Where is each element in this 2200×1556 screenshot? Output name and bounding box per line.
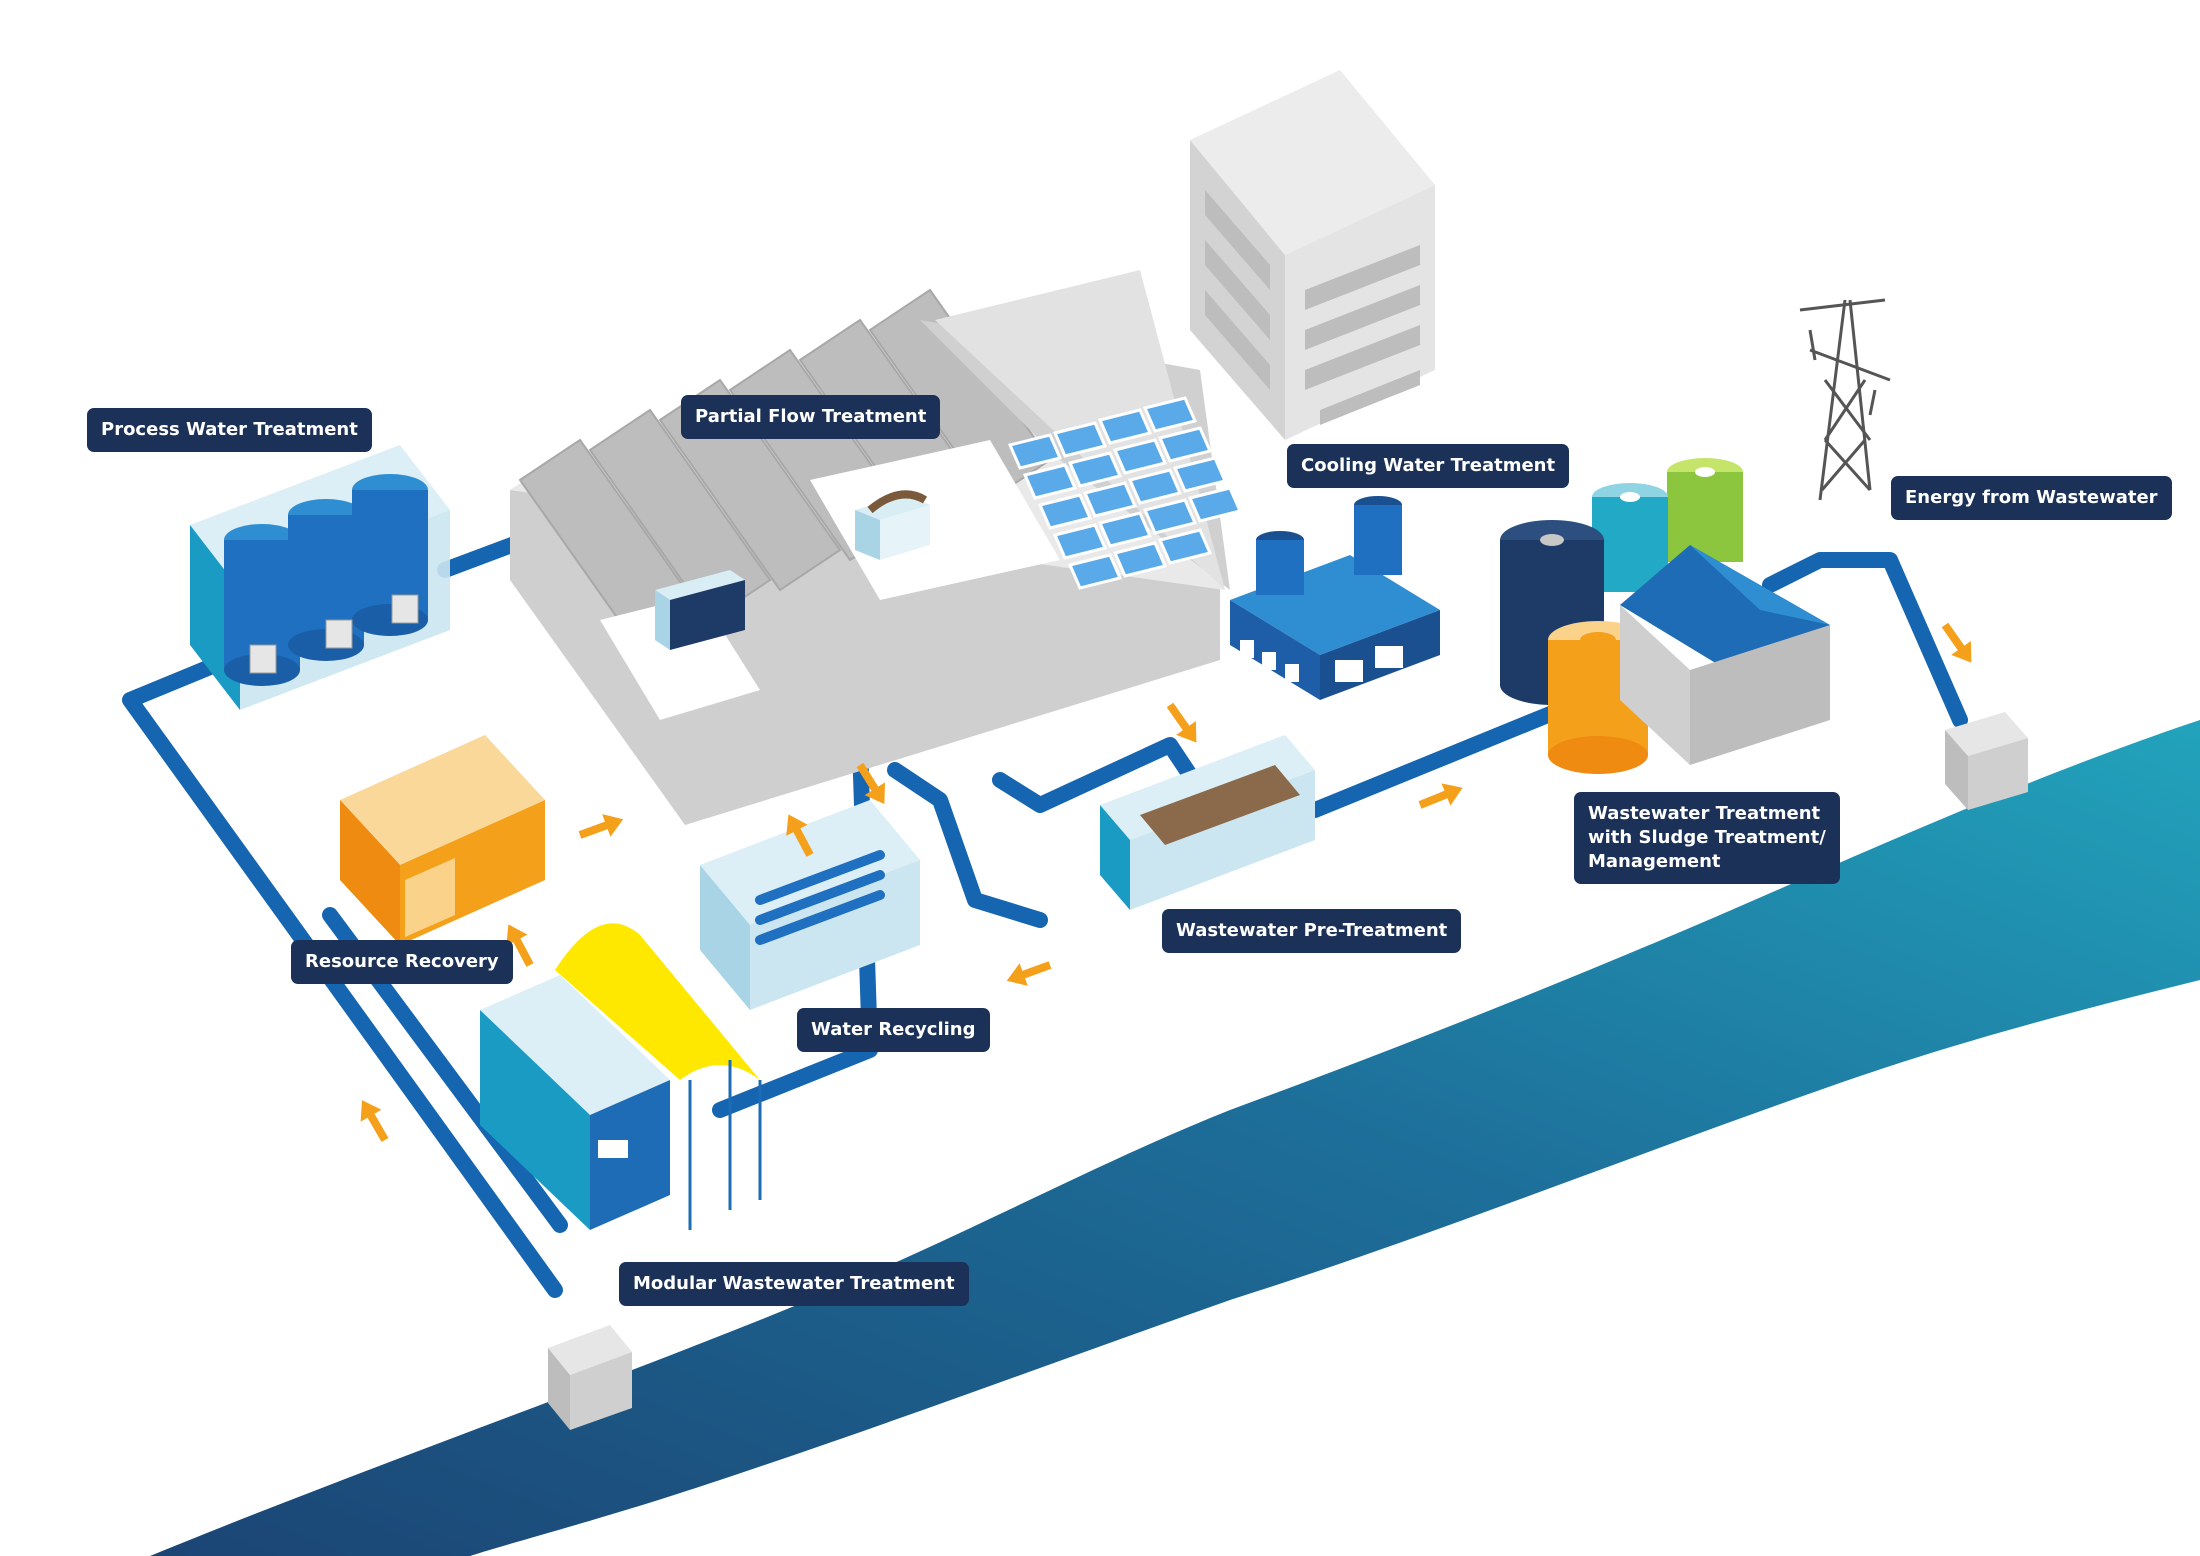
partial-flow-unit [855,490,930,560]
office-tower [1190,70,1435,440]
label-cooling-water-treatment: Cooling Water Treatment [1287,444,1570,488]
label-process-water-treatment: Process Water Treatment [87,408,372,452]
label-wastewater-pre-treatment: Wastewater Pre-Treatment [1162,909,1462,953]
cooling-towers [1230,496,1440,700]
label-wastewater-pre-treatment-text: Wastewater Pre-Treatment [1176,920,1448,941]
label-water-recycling: Water Recycling [797,1008,990,1052]
label-water-recycling-text: Water Recycling [811,1019,976,1040]
label-cooling-water-treatment-text: Cooling Water Treatment [1301,455,1556,476]
sludge-tanks [1500,458,1830,774]
resource-recovery-container [340,735,545,945]
label-modular-wastewater-treatment-text: Modular Wastewater Treatment [633,1273,955,1294]
pre-treatment-container [1100,735,1315,910]
factory-building [510,270,1243,825]
label-wastewater-treatment-line-1: Wastewater Treatment [1588,803,1821,824]
label-modular-wastewater-treatment: Modular Wastewater Treatment [619,1262,969,1306]
power-pylon [1799,298,1891,501]
label-partial-flow-treatment: Partial Flow Treatment [681,395,941,439]
water-recycling-unit [700,800,920,1010]
label-wastewater-treatment-line-2: with Sludge Treatment/ [1588,827,1826,848]
label-resource-recovery: Resource Recovery [291,940,513,984]
label-energy-from-wastewater-text: Energy from Wastewater [1905,487,2158,508]
outlet-left [548,1325,632,1430]
label-wastewater-treatment: Wastewater Treatment with Sludge Treatme… [1574,792,1840,884]
river [150,720,2200,1556]
label-resource-recovery-text: Resource Recovery [305,951,499,972]
outlet-right [1945,712,2028,810]
roof-filter-unit [655,570,745,650]
label-wastewater-treatment-line-3: Management [1588,851,1721,872]
label-partial-flow-treatment-text: Partial Flow Treatment [695,406,927,427]
modular-treatment-unit [480,923,762,1230]
solar-panels [1007,396,1243,590]
label-process-water-treatment-text: Process Water Treatment [101,419,358,440]
process-water-tanks [190,445,450,710]
label-energy-from-wastewater: Energy from Wastewater [1891,476,2172,520]
